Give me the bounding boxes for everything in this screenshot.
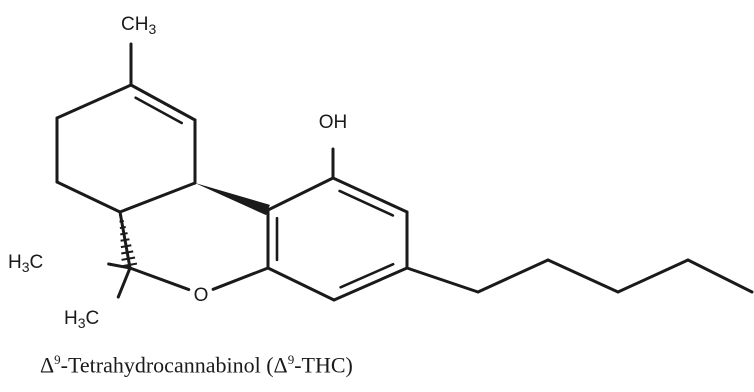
bond-pentyl-1 (405, 266, 480, 294)
caption-delta: Δ (40, 352, 55, 378)
bond-pentyl-3 (546, 258, 620, 294)
atom-subscript: 3 (78, 315, 86, 331)
hash-tick (119, 219, 124, 223)
bond-pentyl-2 (476, 258, 550, 294)
bond-methyl-a (107, 262, 132, 270)
label-methyl-top: CH3​ (121, 14, 156, 37)
label-methyl-a: H3​C (8, 252, 43, 275)
bond-pentyl-5 (686, 258, 754, 294)
bond-aromatic-2 (266, 176, 335, 212)
hash-tick (121, 250, 134, 255)
bond-ring-a-4 (118, 181, 197, 214)
bond-ring-a-double (134, 96, 184, 125)
atom-symbol: O (194, 285, 209, 306)
bond-wedge-stereo (195, 183, 270, 216)
caption-abbreviation: -THC) (294, 352, 353, 378)
atom-subscript: 3 (148, 21, 156, 37)
label-ring-oxygen: O (194, 285, 209, 306)
bond-layer (55, 42, 754, 302)
atom-symbol: H (8, 252, 22, 273)
bond-aromatic-double-2 (338, 189, 395, 217)
caption-superscript-2: 9 (287, 352, 295, 367)
bond-methyl-b (116, 266, 132, 299)
bond-aromatic-5 (332, 266, 409, 302)
atom-symbol: C (30, 252, 44, 273)
bond-ring-a-1 (55, 83, 133, 120)
bond-aromatic-3 (331, 176, 409, 214)
hash-tick (120, 232, 128, 236)
bond-pentyl-4 (616, 258, 690, 294)
bond-aromatic-6 (266, 266, 336, 302)
hash-tick (121, 256, 136, 261)
bond-pyran-o-left (128, 266, 191, 292)
bond-aromatic-double-3 (339, 262, 395, 289)
caption-delta-2: Δ (273, 352, 288, 378)
hash-tick (120, 244, 132, 249)
atom-symbol: OH (319, 112, 348, 133)
atom-symbol: C (86, 308, 100, 329)
bond-pyran-o-right (211, 266, 270, 291)
label-hydroxyl: OH (319, 112, 348, 133)
hash-tick (120, 238, 130, 242)
molecule-caption: Δ9-Tetrahydrocannabinol (Δ9-THC) (40, 352, 353, 378)
atom-symbol: CH (121, 14, 148, 35)
atom-label-layer: CH3​ OH H3​C H3​C O (8, 14, 347, 331)
bond-ring-a-6 (129, 83, 197, 122)
hash-tick (119, 226, 126, 230)
bond-ring-a-3 (55, 180, 122, 214)
atom-subscript: 3 (22, 259, 30, 275)
label-methyl-b: H3​C (64, 308, 99, 331)
atom-symbol: H (64, 308, 78, 329)
caption-superscript: 9 (54, 352, 61, 367)
caption-name: -Tetrahydrocannabinol ( (60, 352, 274, 378)
